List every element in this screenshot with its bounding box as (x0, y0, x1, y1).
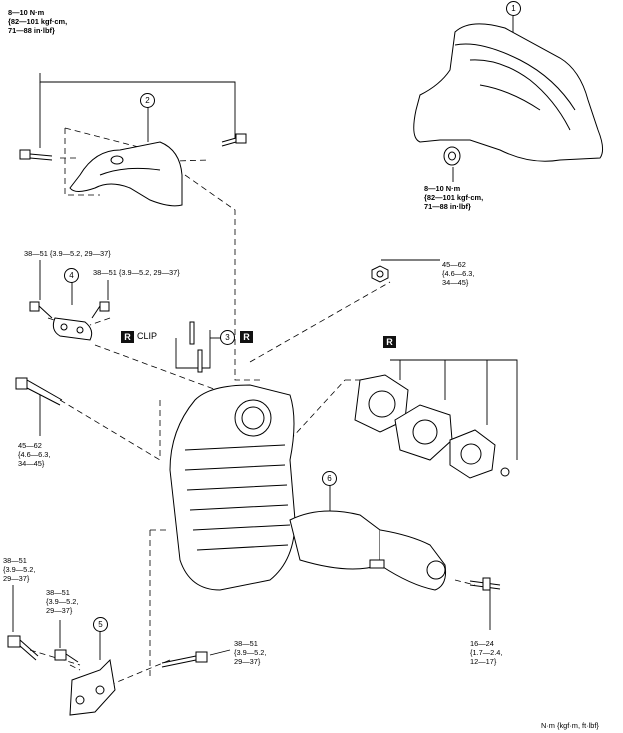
heat-shield-lower (19, 133, 247, 207)
bracket-4 (29, 301, 110, 341)
gaskets (354, 374, 510, 479)
heat-shield-upper (413, 23, 604, 166)
torque-stud: 16—24 {1.7—2.4, 12—17} (470, 639, 503, 666)
torque-bracket5-long-bolt: 38—51 {3.9—5.2, 29—37} (234, 639, 267, 666)
callout-2: 2 (140, 93, 155, 108)
torque-upper-nut: 45—62 {4.6—6.3, 34—45} (442, 260, 475, 287)
replace-badge-gaskets: R (383, 336, 396, 348)
long-bolt (15, 377, 63, 406)
clip-label: CLIP (137, 331, 158, 341)
leader-heatshield-bolts (39, 73, 236, 138)
callout-6: 6 (322, 471, 337, 486)
torque-bracket5-left: 38—51 {3.9—5.2, 29—37} (46, 588, 79, 615)
replace-badge-clip: R (121, 331, 134, 343)
catalytic-converter (169, 384, 446, 591)
callout-1: 1 (506, 1, 521, 16)
torque-bracket4-right: 38—51 {3.9—5.2, 29—37} (93, 268, 180, 277)
units-note: N·m {kgf·m, ft·lbf} (541, 721, 599, 730)
torque-heatshield-upper: 8—10 N·m {82—101 kgf·cm, 71—88 in·lbf} (8, 8, 68, 35)
leader-bracket5-long (209, 649, 231, 656)
bolt-2-right (221, 133, 247, 147)
torque-bracket4-left: 38—51 {3.9—5.2, 29—37} (24, 249, 111, 258)
bracket-5 (7, 635, 208, 716)
torque-bracket5-far-left: 38—51 {3.9—5.2, 29—37} (3, 556, 36, 583)
replace-badge-clip-right: R (240, 331, 253, 343)
clip-pins (189, 321, 203, 373)
callout-4: 4 (64, 268, 79, 283)
torque-long-bolt: 45—62 {4.6—6.3, 34—45} (18, 441, 51, 468)
leader-clip (175, 330, 211, 369)
stud (469, 577, 501, 591)
callout-3: 3 (220, 330, 235, 345)
upper-nut (371, 265, 389, 283)
callout-5: 5 (93, 617, 108, 632)
leader-gaskets (390, 359, 518, 460)
bolt-2-left (19, 149, 53, 161)
torque-heatshield-side: 8—10 N·m {82—101 kgf·cm, 71—88 in·lbf} (424, 184, 484, 211)
